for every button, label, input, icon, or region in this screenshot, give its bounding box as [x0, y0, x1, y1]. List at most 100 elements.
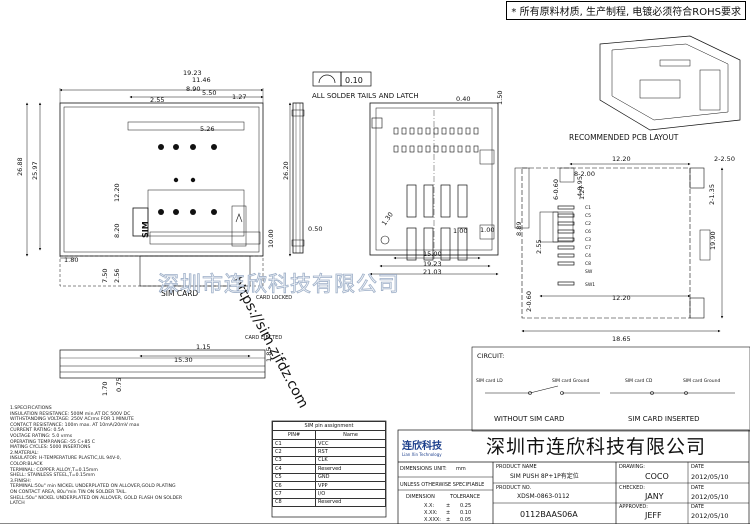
pcb-dim-12-20-bottom: 12.20 [612, 294, 631, 302]
dim-8-90: 8.90 [186, 85, 200, 93]
rohs-notice: * 所有原料材质, 生产制程, 电镀必须符合ROHS要求 [506, 1, 746, 20]
title-block [397, 429, 750, 524]
name-cell: VCC [315, 438, 386, 449]
tol-3-label: X.XXX: [424, 517, 441, 523]
date-label-2: DATE [691, 485, 704, 491]
name-cell: VPP [315, 480, 386, 491]
sim-tag-label: SIM [141, 221, 150, 238]
pin-c2: C2 [585, 221, 591, 227]
sim-inserted-label: SIM CARD INSERTED [628, 415, 700, 423]
pcb-dim-4-0-95: 4-0.95 [576, 176, 584, 197]
pin-sw1: SW1 [585, 282, 595, 288]
pcb-dim-2-55: 2.55 [535, 240, 543, 254]
dim-1-80: 1.80 [64, 256, 78, 264]
pin-sw: SW [585, 269, 593, 275]
pin-c6: C6 [585, 229, 591, 235]
pcb-dim-12-20-top: 12.20 [612, 155, 631, 163]
bottom-dimension-labels: ALL SOLDER TAILS AND LATCH 0.10 0.40 1.5… [312, 76, 504, 276]
dim-1-27: 1.27 [232, 93, 246, 101]
product-name: SIM PUSH 8P+1P有定位 [510, 472, 579, 480]
dim-8-20: 8.20 [113, 224, 121, 238]
circuit-title: CIRCUIT: [477, 352, 504, 360]
dim-19-23-b: 19.23 [423, 260, 442, 268]
side-view [291, 102, 305, 254]
dim-11-46: 11.46 [192, 76, 211, 84]
tolerance-label: TOLERANCE [449, 494, 480, 500]
pin-c7: C7 [585, 245, 591, 251]
tol-2-label: X.XX: [424, 510, 438, 516]
spec-line: TERMINAL: COPPER ALLOY,T=0.15mm [10, 467, 98, 473]
flatness-symbol [312, 71, 372, 87]
tol-2-pm: ± [446, 510, 450, 516]
front-view [25, 88, 292, 379]
name-cell: Reserved [315, 464, 386, 474]
spec-line: CURRENT RATING: 0.5A [10, 428, 64, 434]
name-cell: I/O [315, 489, 386, 499]
dim-1-30: 1.30 [380, 211, 395, 227]
name-cell: RST [315, 447, 386, 457]
pcb-layout-title: RECOMMENDED PCB LAYOUT [569, 133, 679, 142]
dim-26-20: 26.20 [282, 161, 290, 180]
spec-line: ON CONTACT AREA, 80u"min TIN ON SOLDER T… [10, 489, 127, 495]
pcb-labels: RECOMMENDED PCB LAYOUT 12.20 2-2.50 8-2.… [515, 133, 735, 343]
card-locked-label: CARD LOCKED [256, 295, 292, 301]
checked-by: JANY [644, 492, 664, 501]
tol-3-value: 0.05 [460, 517, 471, 523]
sim-card-label: SIM CARD [161, 289, 198, 298]
spec-line: MATING CYCLES: 5000 INSERTIONS [10, 445, 91, 451]
tol-3-pm: ± [446, 517, 450, 523]
dim-1-15: 1.15 [196, 343, 210, 351]
dim-1-00a: 1.00 [480, 226, 494, 234]
date-label-3: DATE [691, 504, 704, 510]
dim-26-88: 26.88 [16, 157, 24, 176]
flatness-value: 0.10 [345, 76, 363, 85]
pcb-dim-2-0-60: 2-0.60 [525, 291, 533, 312]
spec-line: SHELL: STAINLESS STEEL,T=0.15mm [10, 473, 95, 479]
approved-label: APPROVED: [619, 504, 648, 510]
pin-cell: C1 [271, 438, 317, 449]
drawing-label: DRAWING: [619, 464, 645, 470]
part-number: XDSM-0863-0112 [517, 493, 570, 500]
logo-en: Lian Xin Technology [402, 452, 442, 457]
pin-header: PIN# [271, 430, 317, 440]
sim-tag [132, 207, 149, 237]
watermark: 深圳市连欣科技有限公司 [158, 272, 400, 297]
pcb-dim-2-2-50: 2-2.50 [714, 155, 735, 163]
side-profile [292, 102, 304, 254]
dim-2-55: 2.55 [150, 96, 164, 104]
dim-0-40: 0.40 [456, 95, 470, 103]
logo-cn: 连欣科技 [402, 441, 442, 452]
pin-cell: C8 [271, 497, 317, 508]
spec-line: SHELL:50u" NICKEL UNDERPLATED ON ALLOVER… [10, 495, 183, 501]
without-sim-label: WITHOUT SIM CARD [494, 415, 564, 423]
spec-line: INSULATION RESISTANCE: 500M min.AT DC 50… [10, 411, 131, 417]
dim-1-85: 1.85 [265, 348, 273, 362]
pcb-dim-19-90: 19.90 [709, 231, 717, 250]
spec-line: COLOR:BLACK [10, 461, 43, 467]
tol-1-value: 0.25 [460, 503, 471, 509]
front-dimension-labels: 19.23 11.46 8.90 5.50 2.55 1.27 5.26 26.… [16, 69, 322, 396]
dim-0-75: 0.75 [115, 378, 123, 392]
drawing-number: 0112BAAS06A [520, 510, 578, 519]
front-bottom-profile [59, 349, 266, 379]
date-3: 2012/05/10 [691, 512, 728, 520]
spec-line: INSULATOR: H-TEMPERATURE PLASTIC,UL 94V-… [10, 456, 122, 462]
solder-tails-note: ALL SOLDER TAILS AND LATCH [312, 92, 419, 100]
company-name: 深圳市连欣科技有限公司 [486, 436, 707, 458]
pin-cell: C6 [271, 480, 317, 491]
dim-5-26: 5.26 [200, 125, 214, 133]
front-pads [158, 144, 217, 215]
spec-line: TERMINAL:50u" min NICKEL UNDERPLATED ON … [10, 484, 176, 490]
specifications: 1.SPECIFICATIONS INSULATION RESISTANCE: … [10, 406, 182, 507]
tol-2-value: 0.10 [460, 510, 471, 516]
dim-15-00: 15.00 [423, 250, 442, 258]
pin-c4: C4 [585, 253, 591, 259]
